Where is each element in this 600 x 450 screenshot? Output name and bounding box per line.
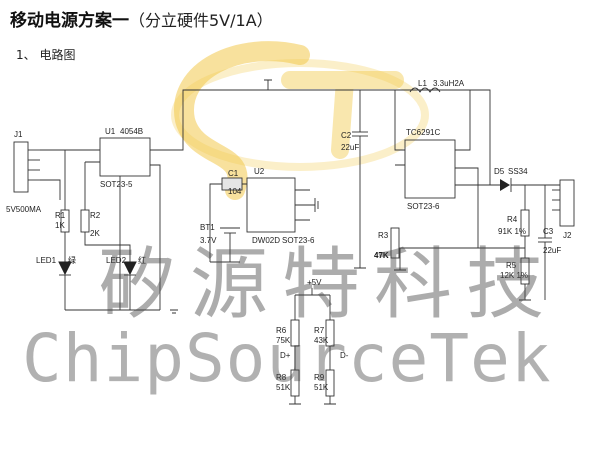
c2-label: C2 [341,131,352,140]
u3-pkg: SOT23-6 [407,202,440,211]
led2: LED2 红 [106,255,146,310]
title-sub: （分立硬件5V/1A） [129,11,273,30]
r5-value: 12K 1% [500,271,528,280]
page-title: 移动电源方案一（分立硬件5V/1A） [10,6,273,31]
r4-resistor: R4 91K 1% [498,209,530,237]
r4-value: 91K 1% [498,227,526,236]
r1-value: 1K [55,221,65,230]
c1-label: C1 [228,169,239,178]
led1-label: LED1 [36,256,57,265]
led2-color: 红 [138,255,146,265]
c3-label: C3 [543,227,554,236]
usb-divider: +5V R6 75K R7 43K D+ D- R8 51K R9 51K [276,278,349,405]
u1-part: 4054B [120,127,143,136]
r6-value: 75K [276,336,291,345]
bt1-value: 3.7V [200,236,217,245]
j2-connector: J2 [552,179,575,240]
j2-label: J2 [563,231,572,240]
u1-pkg: SOT23-5 [100,180,133,189]
led1: LED1 绿 [36,256,76,310]
j1-label: J1 [14,130,23,139]
r7-value: 43K [314,336,329,345]
led2-label: LED2 [106,256,127,265]
l1-inductor: L1 3.3uH2A [409,79,465,93]
u3-part: TC6291C [406,128,440,137]
r8-label: R8 [276,373,287,382]
u3-chip: TC6291C SOT23-6 [404,128,456,211]
section-label: 1、 电路图 [16,48,76,62]
u2-chip: U2 DW02D SOT23-6 [246,167,315,245]
c3-capacitor: C3 22uF [538,185,561,300]
led1-color: 绿 [68,256,76,265]
vplus-label: +5V [307,278,322,287]
r3-value: 47K [374,251,389,260]
bt1-battery: BT1 3.7V [200,223,240,262]
r1-resistor: R1 1K [55,209,70,233]
c2-capacitor: C2 22uF [341,90,368,268]
r5-label: R5 [506,261,517,270]
r5-resistor: R5 12K 1% [500,257,530,285]
l1-label: L1 [418,79,427,88]
dminus-label: D- [340,351,349,360]
r4-label: R4 [507,215,518,224]
bt1-label: BT1 [200,223,215,232]
r3-resistor: R3 47K [374,227,400,260]
j1-note: 5V500MA [6,205,42,214]
r6-label: R6 [276,326,287,335]
u2-label: U2 [254,167,265,176]
r2-label: R2 [90,211,101,220]
u2-part: DW02D [252,236,280,245]
r9-label: R9 [314,373,325,382]
d5-label: D5 [494,167,505,176]
r9-value: 51K [314,383,329,392]
l1-value: 3.3uH2A [433,79,465,88]
r3-label: R3 [378,231,389,240]
d5-part: SS34 [508,167,528,176]
c3-value: 22uF [543,246,561,255]
u1-label: U1 [105,127,116,136]
dplus-label: D+ [280,351,291,360]
title-main: 移动电源方案一 [10,11,129,31]
r1-label: R1 [55,211,66,220]
c1-value: 104 [228,187,242,196]
u1-chip: U1 4054B SOT23-5 [99,127,151,189]
j1-connector: J1 5V500MA [6,130,42,214]
c2-value: 22uF [341,143,359,152]
logo-watermark [171,41,429,200]
r2-resistor: R2 2K [80,209,101,238]
r8-value: 51K [276,383,291,392]
r7-label: R7 [314,326,325,335]
r2-value: 2K [90,229,100,238]
d5-diode: D5 SS34 [494,167,560,192]
u2-pkg: SOT23-6 [282,236,315,245]
